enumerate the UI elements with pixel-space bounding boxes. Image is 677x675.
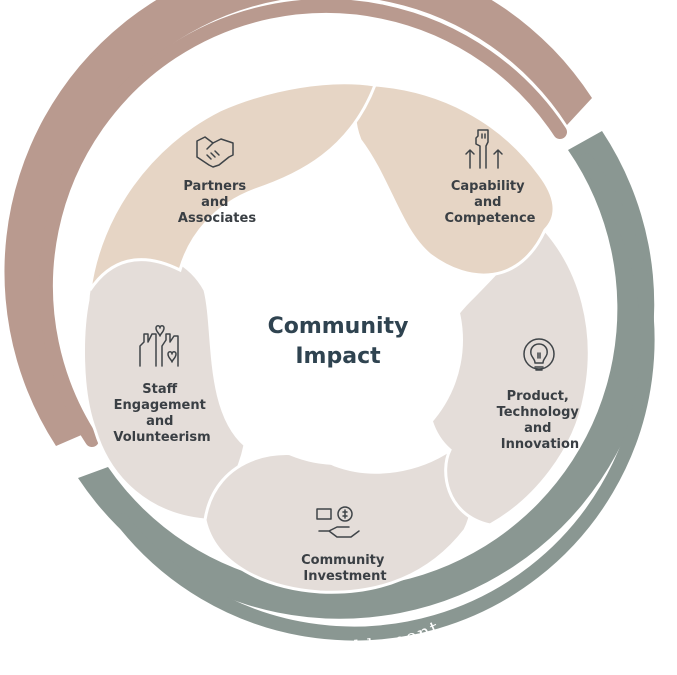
center-title-line2: Impact	[295, 344, 381, 369]
center-circle	[213, 215, 463, 465]
equity-inner-ring	[38, 0, 567, 447]
label-staff-engagement: Staff Engagement and Volunteerism	[113, 382, 210, 445]
segments-group	[82, 81, 591, 594]
handshake-icon	[196, 136, 234, 168]
raised-hands-heart-icon	[139, 325, 179, 367]
lightbulb-gear-icon	[523, 338, 555, 371]
label-product-technology: Product, Technology and Innovation	[497, 389, 584, 452]
raised-fist-arrows-icon	[465, 129, 503, 169]
label-capability-competence: Capability and Competence	[445, 179, 536, 226]
hand-giving-money-icon	[316, 506, 360, 538]
label-partners-associates: Partners and Associates	[178, 179, 256, 226]
center-title-line1: Community	[268, 314, 409, 339]
segment-partners-associates	[88, 81, 378, 291]
label-community-investment: Community Investment	[301, 553, 389, 584]
digital-inner-ring	[115, 153, 655, 641]
